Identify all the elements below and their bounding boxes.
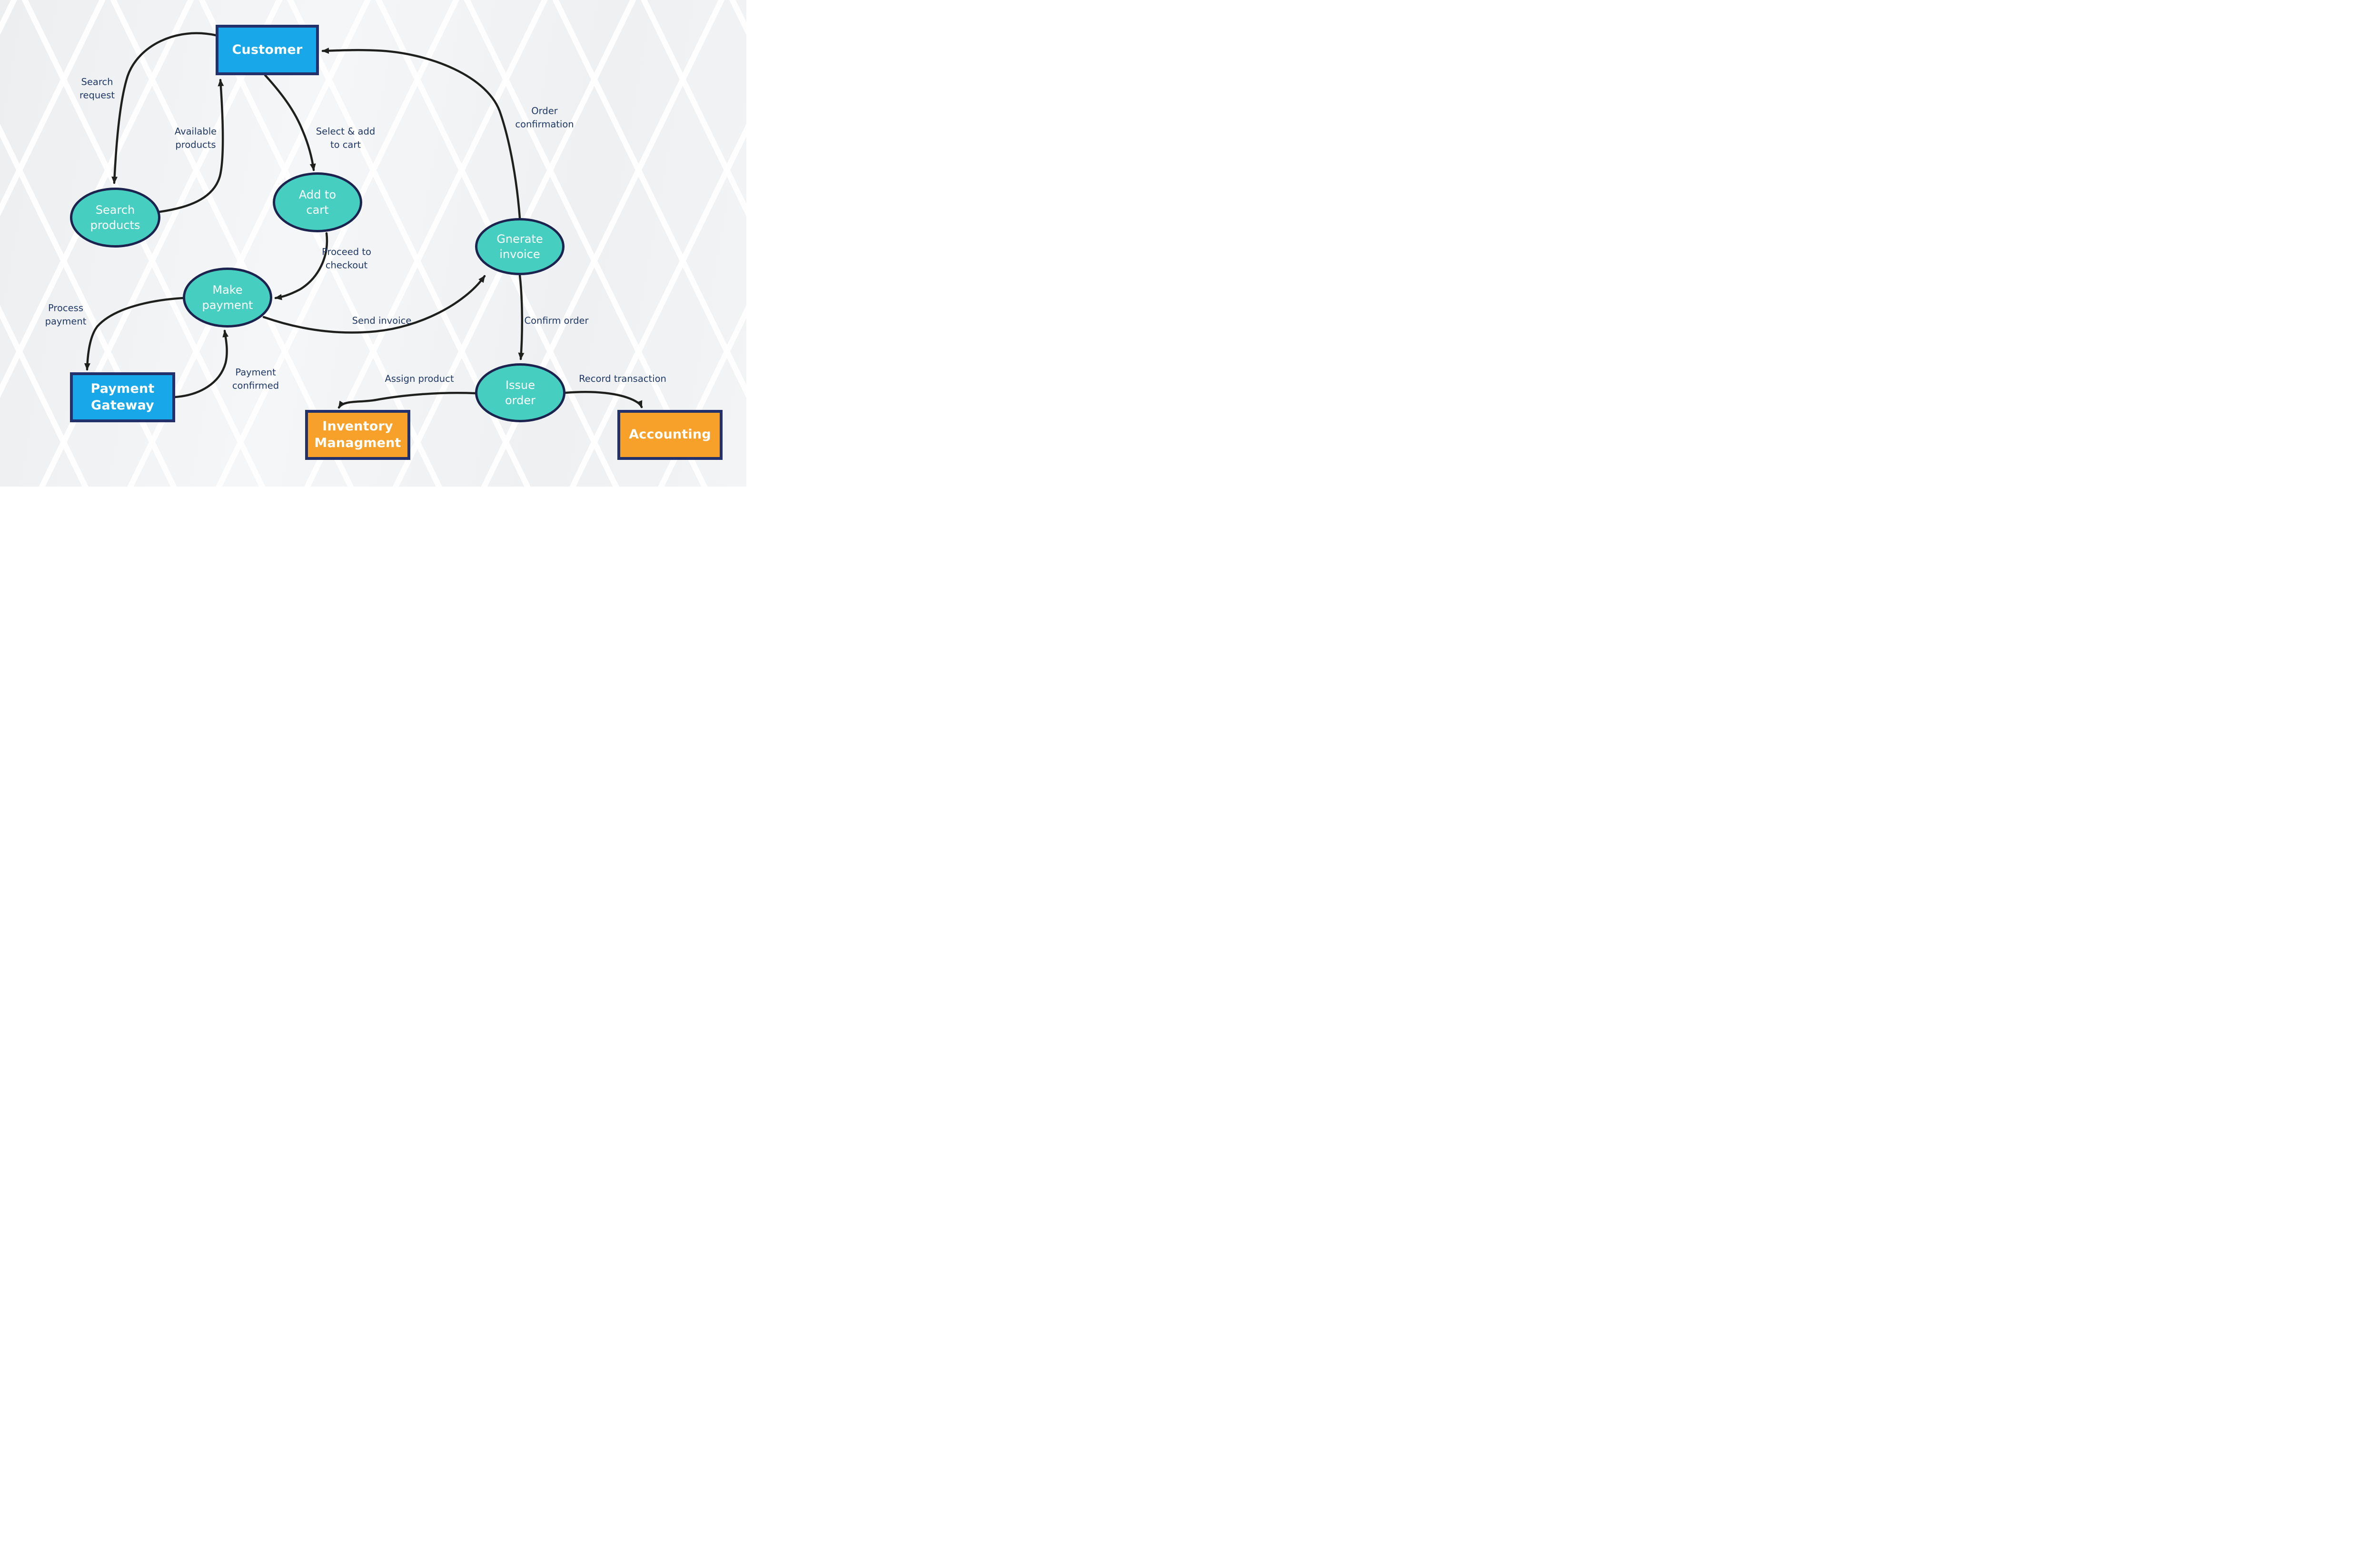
node-inventory-management: Inventory Managment <box>305 410 410 460</box>
edge-label-select-add-to-cart: Select & add to cart <box>316 126 376 150</box>
node-add-to-cart: Add to cart <box>273 172 362 232</box>
node-make-payment: Make payment <box>183 268 272 328</box>
node-payment-gateway: Payment Gateway <box>70 372 175 422</box>
node-accounting: Accounting <box>617 410 723 460</box>
edge-order-confirmation <box>321 48 521 219</box>
edge-assign-product <box>337 392 476 409</box>
edge-label-proceed-to-checkout: Proceed to checkout <box>322 246 371 271</box>
node-label-make-payment: Make payment <box>202 283 253 312</box>
node-label-customer: Customer <box>232 42 303 57</box>
node-label-payment-gateway: Payment Gateway <box>90 381 155 413</box>
node-label-issue-order: Issue order <box>505 378 536 407</box>
edge-label-confirm-order: Confirm order <box>524 315 589 326</box>
edge-label-assign-product: Assign product <box>385 373 454 384</box>
edge-payment-confirmed <box>174 329 229 398</box>
edge-process-payment <box>84 297 184 371</box>
edge-label-record-transaction: Record transaction <box>579 373 666 384</box>
node-search-products: Search products <box>70 188 160 248</box>
edge-send-invoice <box>262 275 486 334</box>
node-label-inventory-management: Inventory Managment <box>314 418 401 450</box>
node-label-accounting: Accounting <box>629 427 711 442</box>
node-label-generate-invoice: Gnerate invoice <box>496 232 543 261</box>
edge-label-send-invoice: Send invoice <box>352 315 412 326</box>
edge-label-search-request: Search request <box>79 76 115 101</box>
edge-available-products <box>158 79 224 213</box>
edge-label-payment-confirmed: Payment confirmed <box>232 367 279 391</box>
node-issue-order: Issue order <box>475 363 565 422</box>
edge-label-available-products: Available products <box>174 126 217 150</box>
node-customer: Customer <box>216 25 319 75</box>
edge-record-transaction <box>564 391 643 408</box>
edge-search-request <box>111 32 217 184</box>
node-label-search-products: Search products <box>90 203 140 232</box>
edge-proceed-to-checkout <box>274 232 328 300</box>
edge-layer <box>84 32 643 409</box>
node-label-add-to-cart: Add to cart <box>298 188 337 217</box>
edge-label-order-confirmation: Order confirmation <box>515 105 574 130</box>
edge-confirm-order <box>518 274 525 360</box>
node-generate-invoice: Gnerate invoice <box>475 218 565 275</box>
edge-select-add-to-cart <box>264 74 316 171</box>
edge-label-process-payment: Process payment <box>45 302 87 327</box>
